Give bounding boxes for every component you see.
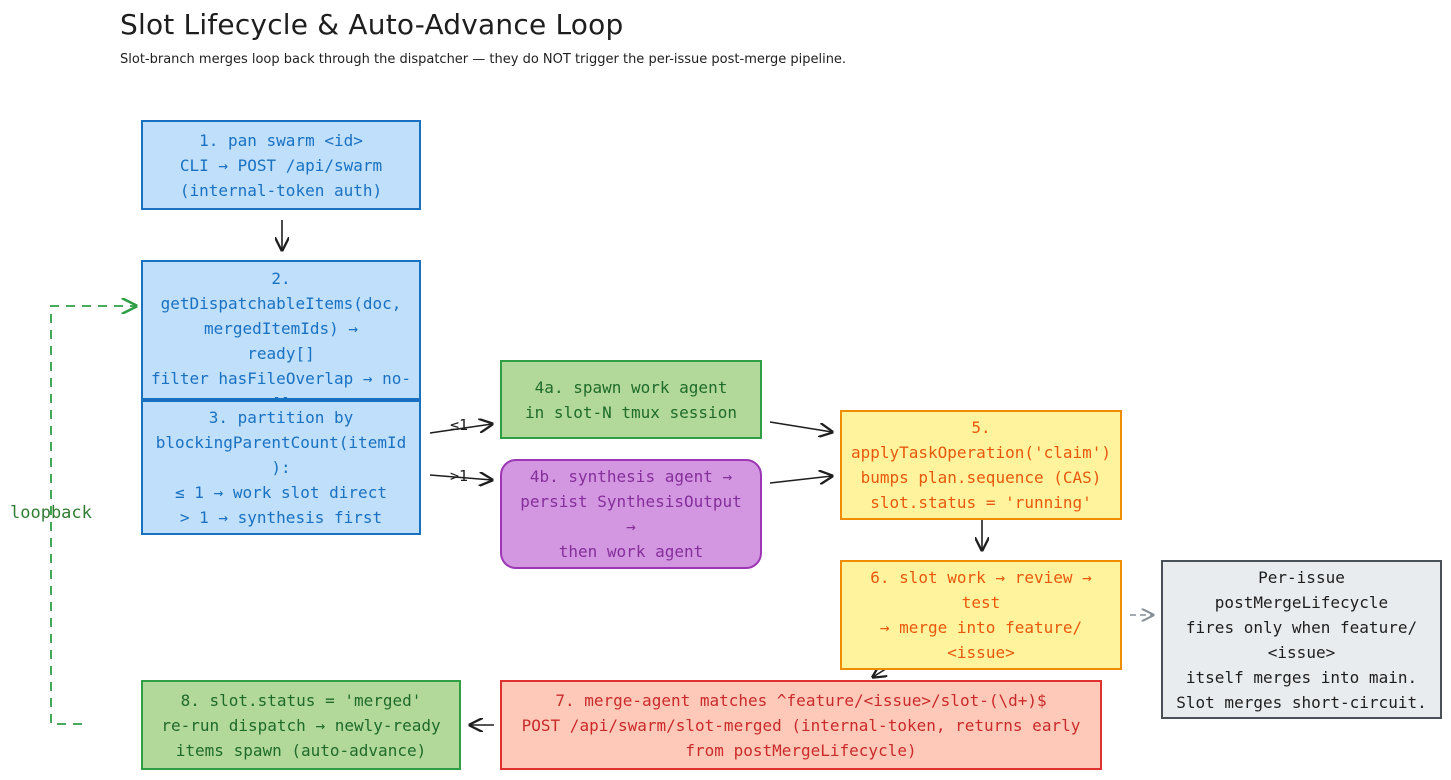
node-8-slot-merged: 8. slot.status = 'merged' re-run dispatc… xyxy=(141,680,461,770)
node-8-line: 8. slot.status = 'merged' xyxy=(180,690,422,710)
edge-4a-to-5 xyxy=(769,421,832,432)
node-4b-line: → xyxy=(626,517,636,536)
node-2-get-dispatchable-items: 2. getDispatchableItems(doc, mergedItemI… xyxy=(141,260,421,400)
node-8-line: re-run dispatch → newly-ready xyxy=(161,715,441,735)
node-3-line: > 1 → synthesis first xyxy=(179,508,383,527)
node-per-issue-line: Per-issue xyxy=(1258,567,1345,587)
node-per-issue-post-merge: Per-issue postMergeLifecycle fires only … xyxy=(1161,560,1442,719)
node-2-line: mergedItemIds) → xyxy=(203,319,359,338)
node-2-line: [] xyxy=(271,391,290,398)
node-3-line: 3. partition by xyxy=(208,408,354,427)
node-7-line: 7. merge-agent matches ^feature/<issue>/… xyxy=(555,690,1047,710)
node-7-line: POST /api/swarm/slot-merged (internal-to… xyxy=(521,715,1081,735)
node-2-line: 2. xyxy=(271,269,291,288)
node-4a-line: 4a. spawn work agent xyxy=(534,377,728,397)
node-per-issue-line: <issue> xyxy=(1267,642,1336,662)
node-5-apply-task-operation: 5. applyTaskOperation('claim') bumps pla… xyxy=(840,410,1122,520)
node-5-line: applyTaskOperation('claim') xyxy=(850,443,1112,462)
node-4b-line: then work agent xyxy=(558,542,704,561)
node-7-merge-agent: 7. merge-agent matches ^feature/<issue>/… xyxy=(500,680,1102,770)
node-5-line: slot.status = 'running' xyxy=(870,493,1092,512)
node-per-issue-line: postMergeLifecycle xyxy=(1214,592,1389,612)
diagram-title: Slot Lifecycle & Auto-Advance Loop xyxy=(120,8,624,41)
node-3-line: ): xyxy=(271,458,291,477)
edge-4b-to-5 xyxy=(769,476,832,483)
node-4a-spawn-work-agent: 4a. spawn work agent in slot-N tmux sess… xyxy=(500,360,762,439)
node-8-line: items spawn (auto-advance) xyxy=(175,740,427,760)
edge-3-to-4a xyxy=(429,424,492,434)
node-4b-line: 4b. synthesis agent → xyxy=(529,467,733,486)
node-6-line: → merge into feature/ xyxy=(879,618,1083,637)
node-6-line: test xyxy=(961,593,1001,612)
node-6-line: 6. slot work → review → xyxy=(870,568,1092,587)
node-3-line: ≤ 1 → work slot direct xyxy=(175,483,387,502)
node-per-issue-line: Slot merges short-circuit. xyxy=(1176,692,1427,712)
node-5-line: 5. xyxy=(971,418,991,437)
node-7-line: from postMergeLifecycle) xyxy=(685,740,917,760)
edge-label-le1: ≤1 xyxy=(450,416,469,434)
edge-3-to-4b xyxy=(429,475,492,480)
node-1-pan-swarm: 1. pan swarm <id> CLI → POST /api/swarm … xyxy=(141,120,421,210)
node-2-line: ready[] xyxy=(247,344,315,363)
node-1-line: 1. pan swarm <id> xyxy=(199,130,363,150)
node-3-partition: 3. partition by blockingParentCount(item… xyxy=(141,400,421,535)
diagram-subtitle: Slot-branch merges loop back through the… xyxy=(120,52,847,67)
edge-label-loopback: loopback xyxy=(10,503,92,523)
node-2-line: filter hasFileOverlap → no- xyxy=(150,369,412,388)
node-5-line: bumps plan.sequence (CAS) xyxy=(860,468,1102,487)
node-3-line: blockingParentCount(itemId xyxy=(155,433,407,452)
edge-loopback xyxy=(50,306,136,725)
node-4b-synthesis-agent: 4b. synthesis agent → persist SynthesisO… xyxy=(500,459,762,569)
node-per-issue-line: fires only when feature/ xyxy=(1185,617,1418,637)
node-per-issue-line: itself merges into main. xyxy=(1185,667,1418,687)
node-1-line: (internal-token auth) xyxy=(179,180,383,200)
node-4a-line: in slot-N tmux session xyxy=(525,402,737,422)
node-6-line: <issue> xyxy=(947,643,1015,662)
node-4b-line: persist SynthesisOutput xyxy=(520,492,742,511)
node-6-slot-work: 6. slot work → review → test → merge int… xyxy=(840,560,1122,670)
edge-label-gt1: >1 xyxy=(450,467,469,485)
node-1-line: CLI → POST /api/swarm xyxy=(179,155,383,175)
node-2-line: getDispatchableItems(doc, xyxy=(160,294,402,313)
